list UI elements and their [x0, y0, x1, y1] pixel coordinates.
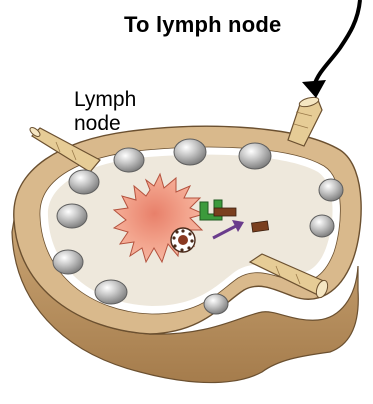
follicle: [53, 250, 83, 274]
afferent-lymphatic-vessel-top: [288, 96, 322, 146]
follicle: [174, 139, 206, 165]
antigen-fragment-icon: [252, 221, 269, 232]
follicle: [204, 294, 228, 314]
follicle: [95, 280, 127, 304]
follicle: [69, 170, 99, 194]
follicle: [114, 148, 144, 172]
organ-label-line: Lymph: [74, 88, 136, 112]
antigen-presenting-nucleus-icon: [171, 228, 195, 252]
diagram-title: To lymph node: [124, 12, 281, 38]
follicle: [319, 179, 343, 201]
curved-arrow-icon: [302, 0, 360, 98]
follicle: [310, 215, 334, 237]
organ-label-line: node: [74, 112, 136, 136]
organ-label: Lymph node: [74, 88, 136, 136]
follicle: [57, 204, 87, 228]
follicle: [239, 143, 271, 169]
